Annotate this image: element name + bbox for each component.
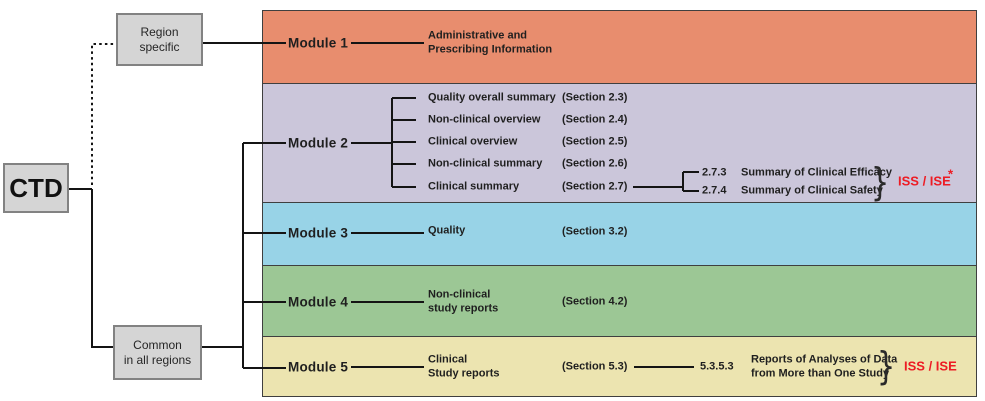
module-2-item-section: (Section 2.5) (562, 135, 628, 148)
module-2-item-section: (Section 2.7) (562, 180, 628, 193)
module-2-label: Module 2 (288, 135, 349, 151)
section-2-7-4-label: Summary of Clinical Safety (741, 184, 883, 197)
module-2-item-label: Non-clinical overview (428, 113, 541, 126)
module-4-description: Non-clinical study reports (428, 288, 499, 315)
iss-ise-tag: ISS / ISE (898, 173, 951, 189)
module-2-item-label: Clinical summary (428, 180, 520, 193)
module-2-item-label: Clinical overview (428, 135, 518, 148)
module-5-description: Clinical Study reports (428, 353, 500, 380)
module-1-band (262, 10, 977, 84)
module-3-description: Quality (428, 224, 466, 237)
module-3-section: (Section 3.2) (562, 225, 628, 238)
section-2-7-4-code: 2.7.4 (702, 184, 727, 197)
module-1-label: Module 1 (288, 35, 349, 51)
asterisk-marker: * (948, 166, 954, 182)
iss-ise-tag: ISS / ISE (904, 358, 957, 374)
module-2-item-section: (Section 2.6) (562, 157, 628, 170)
section-2-7-3-label: Summary of Clinical Efficacy (741, 166, 892, 179)
common-all-regions-node: Common in all regions (113, 325, 202, 380)
curly-brace-icon: } (877, 344, 896, 388)
section-5-3-5-3-code: 5.3.5.3 (700, 360, 734, 373)
section-2-7-3-code: 2.7.3 (702, 166, 727, 179)
module-3-band (262, 202, 977, 266)
module-2-item-label: Non-clinical summary (428, 157, 543, 170)
module-1-description: Administrative and Prescribing Informati… (428, 29, 553, 56)
module-2-item-section: (Section 2.3) (562, 91, 628, 104)
module-2-item-label: Quality overall summary (428, 91, 556, 104)
region-specific-node: Region specific (116, 13, 203, 66)
module-4-label: Module 4 (288, 294, 349, 310)
ctd-root-node: CTD (3, 163, 69, 213)
module-5-label: Module 5 (288, 359, 349, 375)
module-2-item-section: (Section 2.4) (562, 113, 628, 126)
module-4-section: (Section 4.2) (562, 295, 628, 308)
section-5-3-5-3-label: Reports of Analyses of Data from More th… (751, 353, 898, 380)
module-5-section: (Section 5.3) (562, 360, 628, 373)
curly-brace-icon: } (871, 160, 890, 204)
module-3-label: Module 3 (288, 225, 349, 241)
